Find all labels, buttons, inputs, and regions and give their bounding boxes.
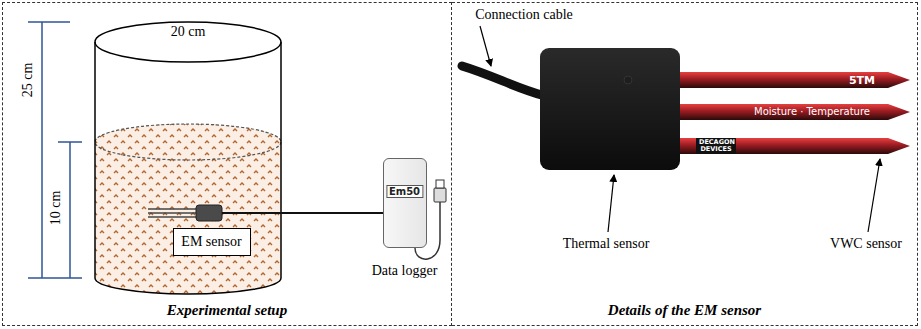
leader-arrow [868,159,880,232]
sensor-cable [462,66,545,96]
part-label: Connection cable [475,7,573,23]
dimension-lines [28,22,82,278]
sensor-print: Moisture · Temperature [754,106,870,118]
dimension-label: 10 cm [48,191,64,226]
em-sensor-drawing [148,205,222,221]
leader-arrow [480,26,491,66]
dimension-label: 25 cm [20,63,36,98]
cylinder-top [95,22,281,62]
soil-fill [95,124,281,294]
panel-caption: Experimental setup [3,302,451,319]
part-label: Thermal sensor [563,236,650,252]
sensor-print: 5TM [849,74,875,87]
usb-plug [436,180,444,188]
panel-frame: Experimental setupEM sensorEm50Data logg… [2,2,452,326]
cylinder-bottom [95,278,281,294]
sensor-body-mark [624,76,632,84]
label-box: EM sensor [173,228,251,256]
cylinder-wall [280,42,282,278]
soil-surface [95,124,281,160]
sensor-prong [680,138,910,154]
sensor-print: DECAGON DEVICES [696,138,736,154]
sensor-cable [222,212,383,214]
logger-label: Data logger [372,263,438,279]
usb-plug [434,188,446,202]
part-label: VWC sensor [830,236,902,252]
data-logger: Em50Data logger [383,158,427,248]
sensor-prong [680,104,910,120]
panel-caption: Details of the EM sensor [452,302,917,319]
label-box-text: EM sensor [181,234,241,250]
panel-frame: Details of the EM sensor [452,2,918,326]
cylinder-wall [94,42,96,278]
logger-brand: Em50 [386,185,423,198]
sensor-body [540,48,680,170]
leader-arrow [608,175,614,232]
part-label: 20 cm [171,24,206,40]
sensor-prong [680,72,910,88]
